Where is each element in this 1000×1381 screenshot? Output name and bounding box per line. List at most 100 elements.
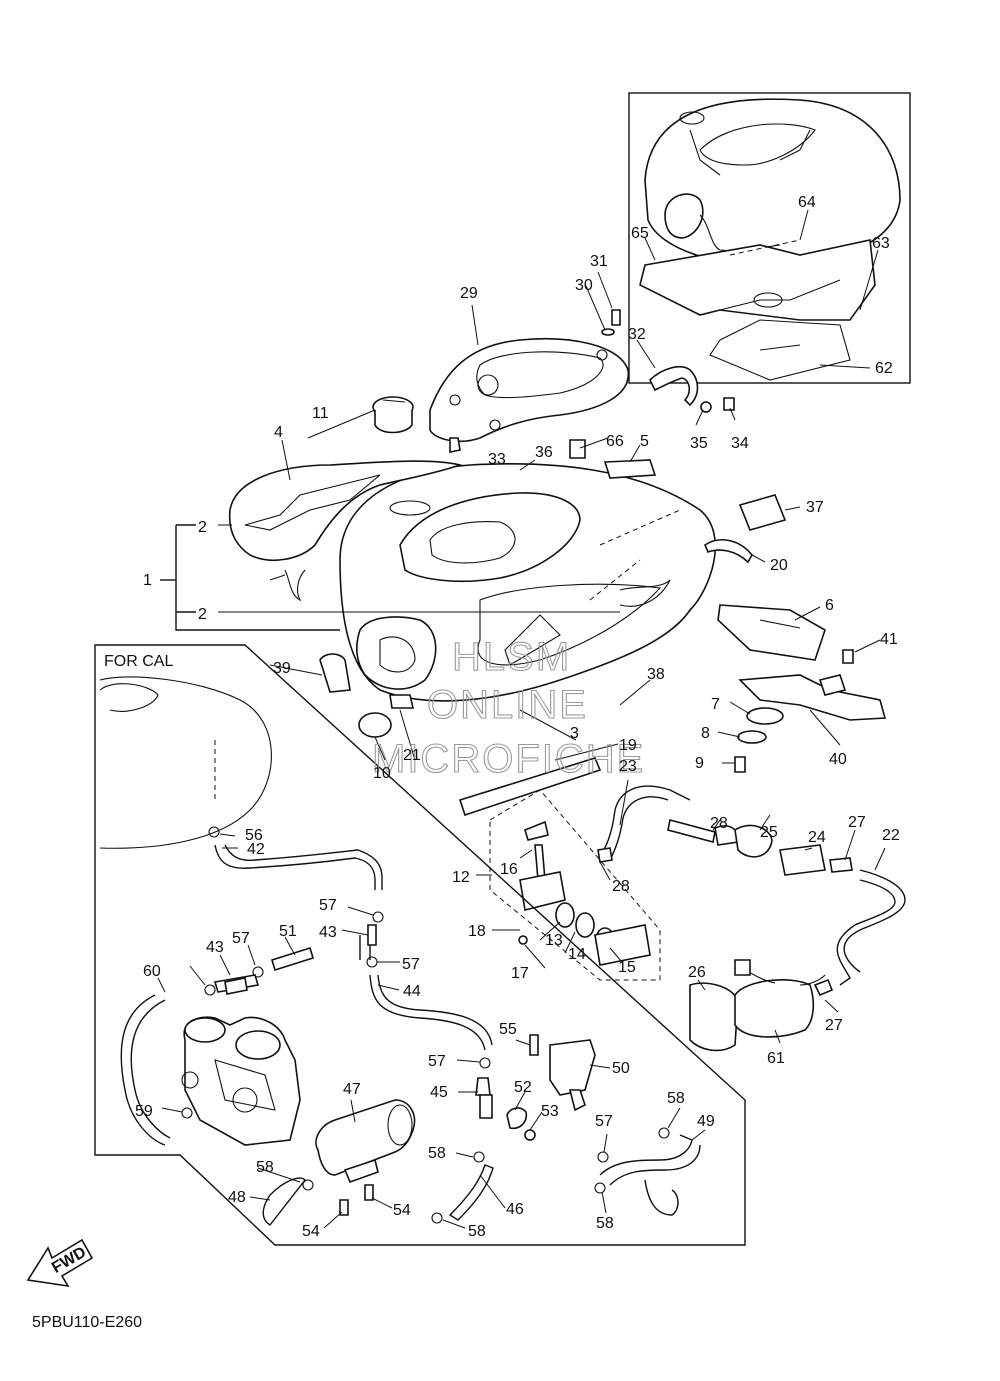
callout-28: 28 <box>612 878 630 895</box>
callout-34: 34 <box>731 435 749 452</box>
fuel-pump[interactable] <box>689 959 834 1052</box>
callout-38: 38 <box>647 666 665 683</box>
callout-10: 10 <box>373 765 391 782</box>
callout-29: 29 <box>460 285 478 302</box>
callout-20: 20 <box>770 557 788 574</box>
callout-52: 52 <box>514 1079 532 1096</box>
callout-50: 50 <box>612 1060 630 1077</box>
callout-30: 30 <box>575 277 593 294</box>
evap-hoses <box>120 844 701 1226</box>
callout-57: 57 <box>319 897 337 914</box>
callout-40: 40 <box>829 751 847 768</box>
callout-17: 17 <box>511 965 529 982</box>
grommets <box>319 653 415 738</box>
leader-lines <box>157 209 886 1229</box>
svg-text:MICROFICHE: MICROFICHE <box>372 737 645 781</box>
callout-65: 65 <box>631 225 649 242</box>
tank-top-cover[interactable] <box>429 337 630 453</box>
callout-21: 21 <box>403 747 421 764</box>
callout-13: 13 <box>545 932 563 949</box>
callout-12: 12 <box>452 869 470 886</box>
callout-44: 44 <box>403 983 421 1000</box>
callout-31: 31 <box>590 253 608 270</box>
callout-22: 22 <box>882 827 900 844</box>
callout-6: 6 <box>825 597 834 614</box>
svg-text:ONLINE: ONLINE <box>427 683 588 727</box>
callout-62: 62 <box>875 360 893 377</box>
bracket-32[interactable] <box>649 365 699 407</box>
svg-text:HLSM: HLSM <box>452 635 571 679</box>
solenoid-valve[interactable] <box>529 1034 596 1112</box>
callout-64: 64 <box>798 194 816 211</box>
callout-37: 37 <box>806 499 824 516</box>
callout-27: 27 <box>848 814 866 831</box>
callout-60: 60 <box>143 963 161 980</box>
check-valve <box>475 1077 536 1141</box>
callout-39: 39 <box>273 660 291 677</box>
pad-5 <box>603 459 657 479</box>
callout-49: 49 <box>697 1113 715 1130</box>
callout-57: 57 <box>595 1113 613 1130</box>
fwd-arrow-icon: FWD <box>26 1238 94 1288</box>
callout-53: 53 <box>541 1103 559 1120</box>
callout-24: 24 <box>808 829 826 846</box>
callout-27: 27 <box>825 1017 843 1034</box>
damper-20 <box>704 539 753 564</box>
callout-46: 46 <box>506 1201 524 1218</box>
tank-emblem <box>228 460 463 602</box>
callout-47: 47 <box>343 1081 361 1098</box>
callout-45: 45 <box>430 1084 448 1101</box>
callout-9: 9 <box>695 755 704 772</box>
callout-3: 3 <box>570 725 579 742</box>
callout-labels: 1223456789101112131415161718192021222324… <box>135 194 900 1240</box>
callout-43: 43 <box>206 939 224 956</box>
callout-58: 58 <box>468 1223 486 1240</box>
callout-58: 58 <box>667 1090 685 1107</box>
callout-51: 51 <box>279 923 297 940</box>
callout-59: 59 <box>135 1103 153 1120</box>
callout-25: 25 <box>760 824 778 841</box>
callout-58: 58 <box>596 1215 614 1232</box>
callout-57: 57 <box>232 930 250 947</box>
callout-7: 7 <box>711 696 720 713</box>
callout-18: 18 <box>468 923 486 940</box>
callout-19: 19 <box>619 737 637 754</box>
fuel-cap[interactable] <box>372 396 414 434</box>
callout-1: 1 <box>143 572 152 589</box>
watermark: HLSM ONLINE MICROFICHE <box>371 634 645 781</box>
callout-8: 8 <box>701 725 710 742</box>
for-cal-label: FOR CAL <box>104 653 173 670</box>
callout-54: 54 <box>393 1202 411 1219</box>
fuel-cock-assembly[interactable] <box>489 789 661 981</box>
fasteners <box>569 309 735 459</box>
carburetors <box>181 1016 301 1146</box>
callout-16: 16 <box>500 861 518 878</box>
callout-61: 61 <box>767 1050 785 1067</box>
callout-5: 5 <box>640 433 649 450</box>
callout-41: 41 <box>880 631 898 648</box>
for-cal-region <box>94 644 746 1246</box>
callout-43: 43 <box>319 924 337 941</box>
rear-bracket[interactable] <box>717 604 887 773</box>
callout-56: 56 <box>245 827 263 844</box>
callout-48: 48 <box>228 1189 246 1206</box>
callout-32: 32 <box>628 326 646 343</box>
callout-66: 66 <box>606 433 624 450</box>
callout-63: 63 <box>872 235 890 252</box>
callout-35: 35 <box>690 435 708 452</box>
seal-strip-19 <box>458 757 602 817</box>
callout-2: 2 <box>198 519 207 536</box>
callout-4: 4 <box>274 424 283 441</box>
canister[interactable] <box>315 1099 416 1216</box>
fuel-tank[interactable] <box>339 463 716 702</box>
callout-58: 58 <box>256 1159 274 1176</box>
callout-36: 36 <box>535 444 553 461</box>
callout-26: 26 <box>688 964 706 981</box>
fuel-line[interactable] <box>597 785 906 986</box>
callout-57: 57 <box>402 956 420 973</box>
callout-58: 58 <box>428 1145 446 1162</box>
callout-42: 42 <box>247 841 265 858</box>
callout-23: 23 <box>619 758 637 775</box>
hose-clips <box>181 826 670 1224</box>
